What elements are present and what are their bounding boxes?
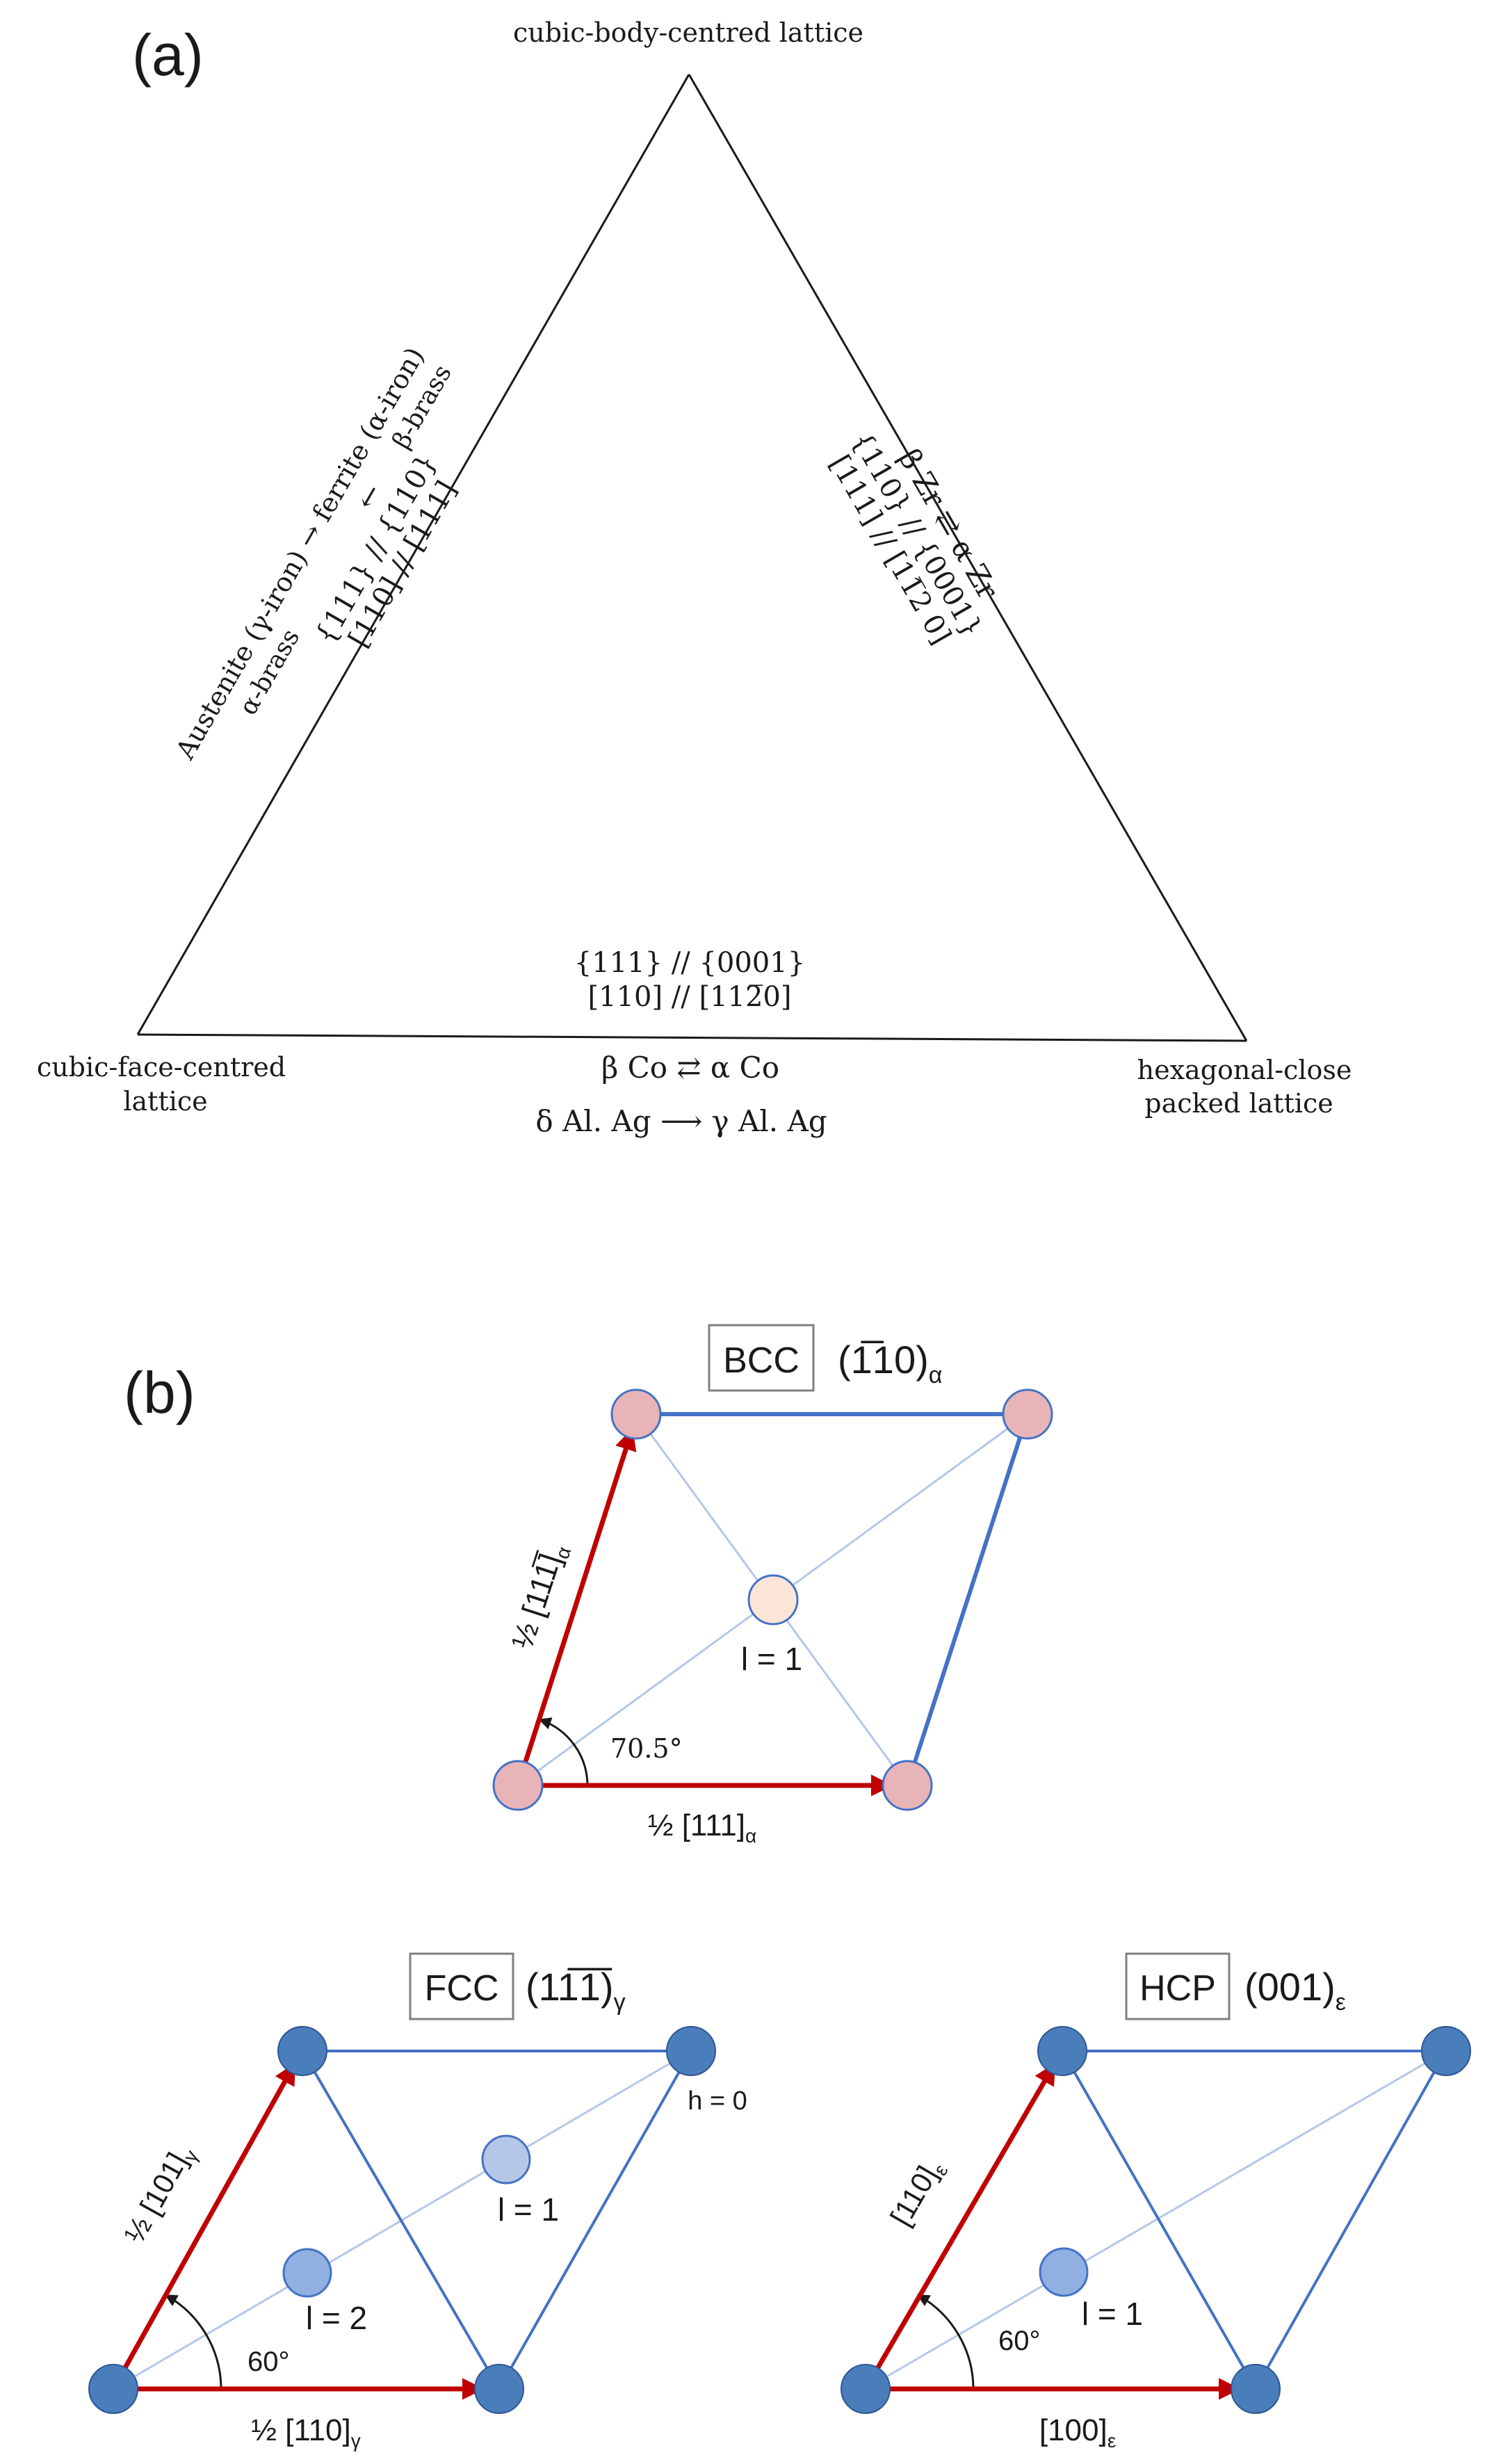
fcc-middle-edge xyxy=(301,2050,501,2390)
bottom-edge-cobalt-transformation: β Co ⇄ α Co xyxy=(601,1051,779,1085)
hcp-vector-right-label: [100]ε xyxy=(1039,2413,1116,2451)
fcc-vector-up xyxy=(111,2062,296,2390)
hcp-angle-arc xyxy=(916,2294,975,2390)
hcp-vector-up xyxy=(863,2062,1056,2390)
fcc-angle-arc xyxy=(164,2294,222,2390)
hcp-atom-bottom-right xyxy=(1231,2364,1281,2414)
bcc-plane-label: (1̅10)α xyxy=(838,1338,942,1388)
fcc-atom-top-right xyxy=(666,2026,716,2076)
triangle-left-edge xyxy=(136,74,690,1035)
hcp-atom-top-left xyxy=(1037,2026,1087,2076)
hcp-atom-top-right xyxy=(1421,2026,1471,2076)
fcc-layer-1-label: l = 1 xyxy=(498,2191,559,2228)
bcc-atom-center xyxy=(747,1574,799,1626)
fcc-atom-top-left xyxy=(277,2026,327,2076)
fcc-label-box xyxy=(409,1952,514,2020)
bcc-right-edge xyxy=(905,1413,1030,1786)
bcc-angle-arc xyxy=(538,1717,589,1786)
vertex-hcp-label-2: packed lattice xyxy=(1144,1088,1333,1119)
hcp-middle-edge xyxy=(1061,2050,1257,2390)
bcc-layer-label: l = 1 xyxy=(741,1641,802,1677)
bcc-angle-label: 70.5° xyxy=(610,1733,683,1764)
fcc-label: FCC xyxy=(425,1968,499,2009)
fcc-vector-up-label: ½ [101]γ xyxy=(117,2139,202,2251)
bcc-vector-right-label: ½ [111]α xyxy=(648,1808,756,1847)
panel-b: (b) BCC (1̅10)α 70.5° l = 1 ½ [111̅]α ½ … xyxy=(88,1324,1471,2451)
panel-a: (a) cubic-body-centred lattice cubic-fac… xyxy=(37,17,1352,1138)
vertex-fcc-label-1: cubic-face-centred xyxy=(37,1052,286,1083)
fcc-right-edge xyxy=(498,2050,692,2390)
bcc-cell: BCC (1̅10)α 70.5° l = 1 ½ [111̅]α ½ [111… xyxy=(492,1324,1053,1847)
hcp-label: HCP xyxy=(1139,1968,1216,2009)
bottom-edge-direction-relation: [110] // [112̅0] xyxy=(588,981,792,1013)
fcc-atom-layer-1 xyxy=(481,2134,531,2185)
fcc-plane-label: (11̅1̅)γ xyxy=(526,1965,626,2016)
fcc-layer-2-label: l = 2 xyxy=(306,2300,367,2336)
triangle-right-edge xyxy=(688,74,1248,1041)
vertex-fcc-label-2: lattice xyxy=(123,1086,207,1117)
hcp-vector-up-label: [110]ε xyxy=(884,2153,952,2233)
hcp-angle-label: 60° xyxy=(998,2326,1041,2356)
left-edge-annotation: Austenite (γ-iron) → ferrite (α-iron) α-… xyxy=(170,342,463,765)
hcp-label-box xyxy=(1125,1952,1231,2020)
bcc-label-box xyxy=(708,1324,815,1392)
hcp-right-edge xyxy=(1254,2050,1447,2390)
hcp-plane-label: (001)ε xyxy=(1244,1965,1346,2016)
hcp-layer-label: l = 1 xyxy=(1082,2296,1143,2332)
triangle-bottom-edge xyxy=(137,1033,1247,1042)
bottom-edge-alag-transformation: δ Al. Ag ⟶ γ Al. Ag xyxy=(535,1104,827,1138)
fcc-atom-bottom-right xyxy=(474,2364,524,2414)
bcc-vector-up xyxy=(515,1428,637,1787)
bcc-label: BCC xyxy=(723,1340,800,1381)
bcc-atom-bottom-left xyxy=(492,1760,544,1811)
bcc-atom-bottom-right xyxy=(882,1760,933,1811)
fcc-cell: FCC (11̅1̅)γ 60° h = 0 l = 1 l = 2 ½ [10… xyxy=(88,1952,747,2451)
fcc-atom-bottom-left xyxy=(88,2364,138,2414)
fcc-angle-label: 60° xyxy=(248,2347,290,2377)
panel-b-label: (b) xyxy=(124,1360,195,1425)
fcc-vector-right-label: ½ [110]γ xyxy=(251,2413,361,2451)
vertex-hcp-label-1: hexagonal-close xyxy=(1137,1055,1352,1085)
hcp-cell: HCP (001)ε 60° l = 1 [110]ε [100]ε xyxy=(841,1952,1471,2451)
fcc-atom-layer-2 xyxy=(282,2248,332,2298)
fcc-h0-label: h = 0 xyxy=(688,2086,747,2116)
panel-a-label: (a) xyxy=(132,22,204,88)
hcp-atom-bottom-left xyxy=(841,2364,891,2414)
bcc-atom-top-right xyxy=(1002,1388,1053,1440)
lattice-triangle xyxy=(136,74,1248,1042)
hcp-atom-layer-1 xyxy=(1039,2247,1089,2297)
hcp-long-diagonal xyxy=(865,2050,1447,2390)
bottom-edge-plane-relation: {111} // {0001} xyxy=(574,947,805,979)
right-edge-annotation: β Zr ⇄ α Zr {110} // {0001} [111] // [11… xyxy=(823,426,1005,649)
vertex-bcc-label: cubic-body-centred lattice xyxy=(513,17,863,48)
bcc-atom-top-left xyxy=(610,1388,662,1440)
